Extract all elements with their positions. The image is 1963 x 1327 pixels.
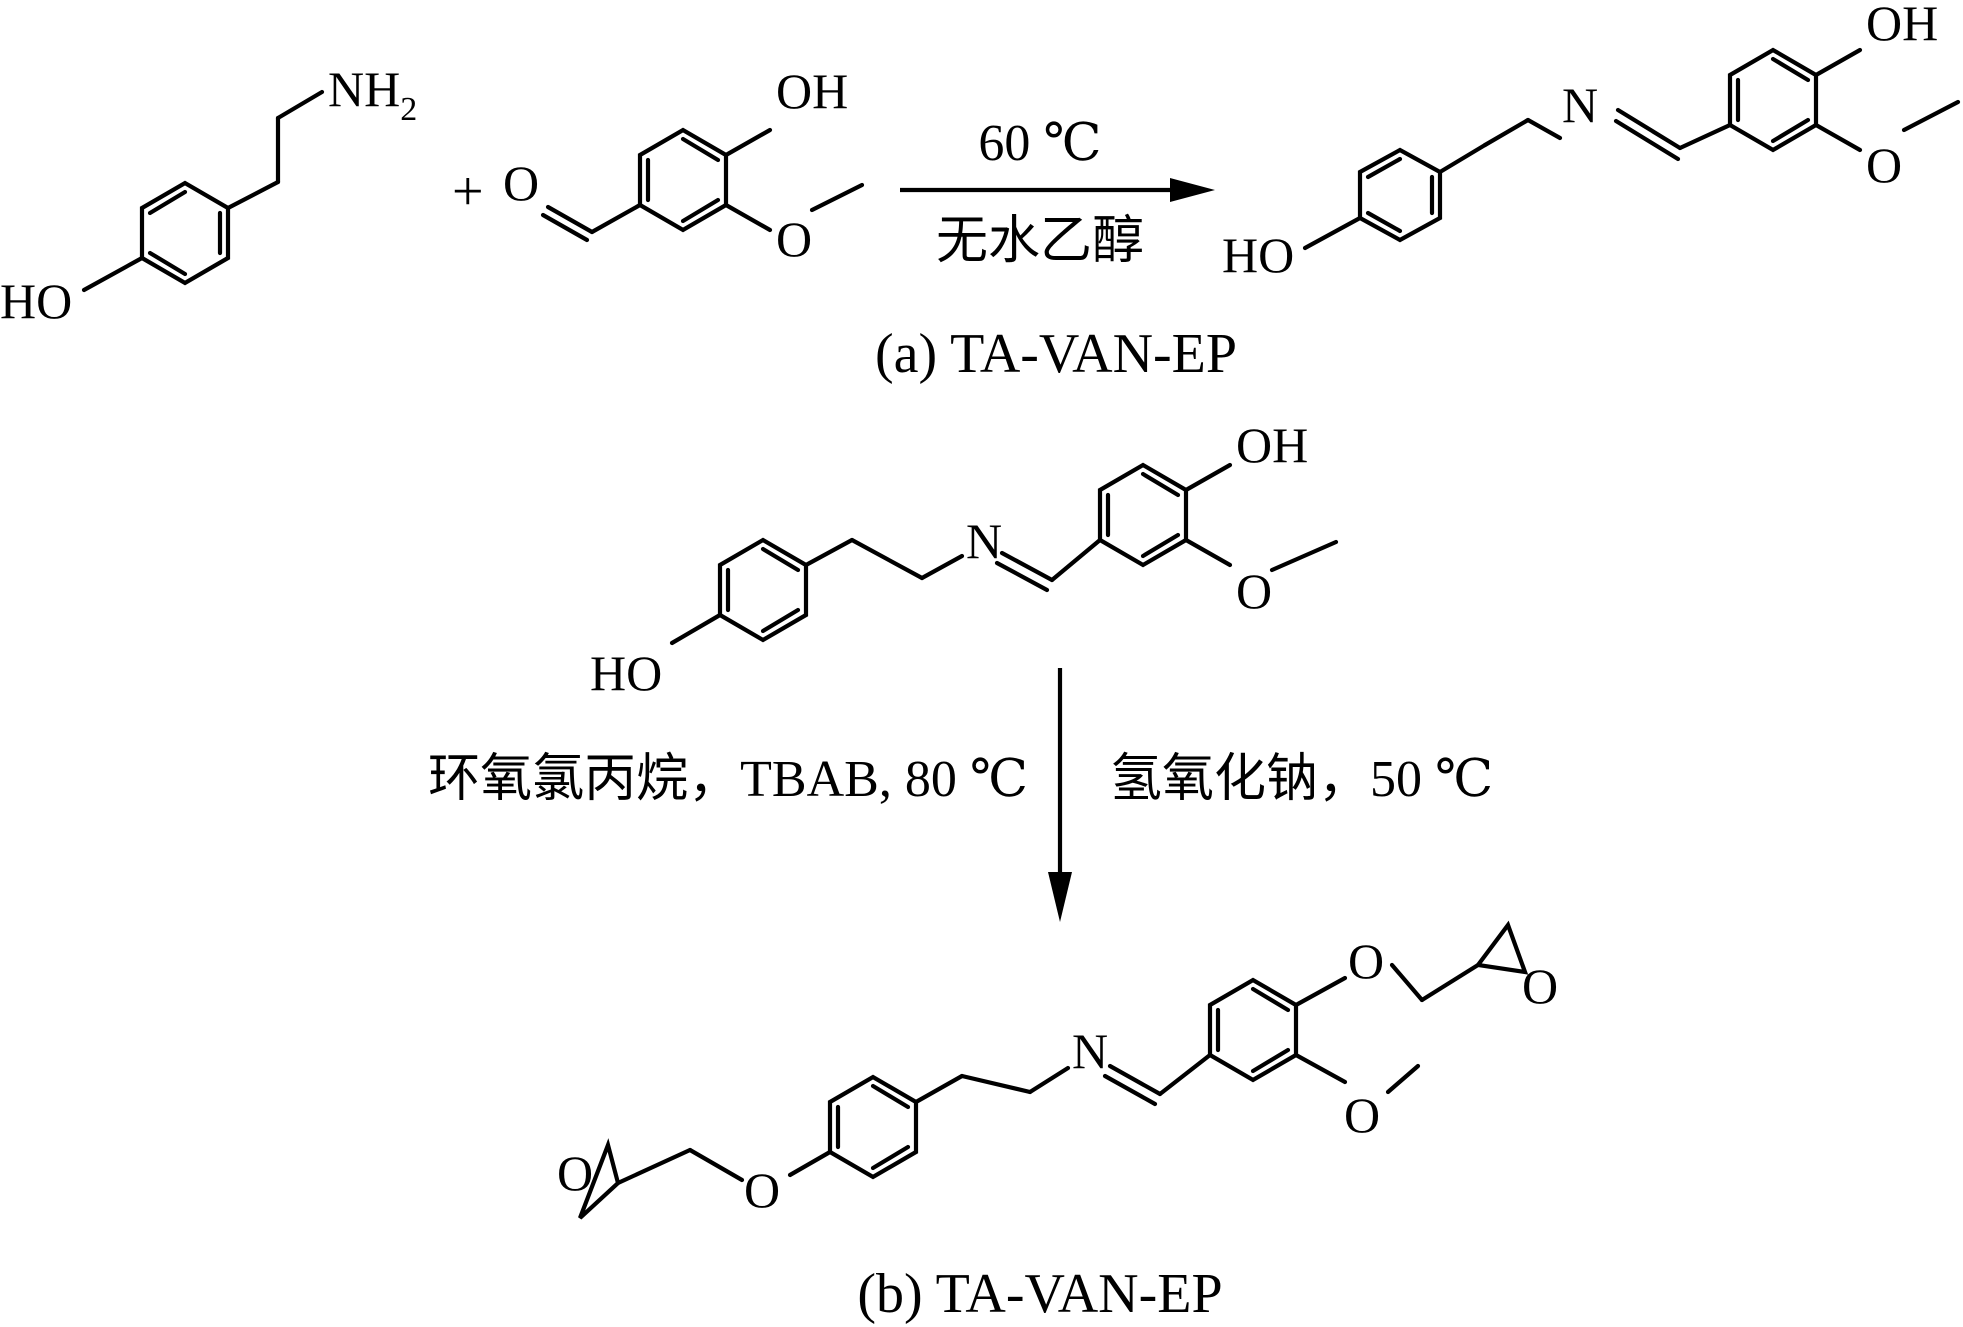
vanillin-bonds: [540, 127, 865, 243]
reactant-b-methoxy-o-label: O: [1236, 563, 1272, 619]
reaction-arrow-a: [900, 178, 1215, 202]
plus-sign: +: [452, 161, 484, 223]
product-b-methoxy-o-label: O: [1344, 1087, 1380, 1143]
vanillin-structure: O OH O: [503, 63, 865, 267]
product-a-hydroxyl-left-label: HO: [1222, 227, 1294, 283]
product-b-epoxide-o-right-label: O: [1522, 958, 1558, 1014]
product-a-hydroxyl-right-label: OH: [1866, 0, 1938, 51]
product-a-imine-n-label: N: [1562, 77, 1598, 133]
tyramine-amine-label: NH2: [328, 61, 417, 128]
condition-temperature-a: 60 ℃: [978, 115, 1101, 172]
condition-solvent-a: 无水乙醇: [936, 213, 1144, 270]
product-b-structure: O O N O O O: [557, 920, 1558, 1220]
tyramine-bonds: [81, 89, 325, 293]
vanillin-methoxy-o-label: O: [776, 211, 812, 267]
caption-a: (a) TA-VAN-EP: [875, 323, 1237, 385]
product-b-bonds: [578, 920, 1529, 1220]
product-a-structure: N HO OH O: [1222, 0, 1961, 283]
condition-left-b: 环氧氯丙烷，TBAB, 80 ℃: [428, 751, 1028, 808]
reactant-b-imine-n-label: N: [966, 513, 1002, 569]
product-b-epoxide-o-left-label: O: [557, 1145, 593, 1201]
condition-right-b: 氢氧化钠，50 ℃: [1110, 751, 1493, 808]
reaction-arrow-b: [1048, 668, 1072, 922]
product-b-imine-n-label: N: [1072, 1023, 1108, 1079]
tyramine-structure: NH2 HO: [0, 61, 417, 329]
caption-b: (b) TA-VAN-EP: [857, 1263, 1222, 1325]
product-b-ether-o-left-label: O: [744, 1162, 780, 1218]
vanillin-aldehyde-o-label: O: [503, 155, 539, 211]
reactant-b-structure: N HO OH O: [590, 417, 1339, 701]
tyramine-hydroxyl-label: HO: [0, 273, 72, 329]
reactant-b-hydroxyl-left-label: HO: [590, 645, 662, 701]
product-a-methoxy-o-label: O: [1866, 137, 1902, 193]
vanillin-hydroxyl-label: OH: [776, 63, 848, 119]
reactant-b-hydroxyl-right-label: OH: [1236, 417, 1308, 473]
product-a-bonds: [1302, 47, 1961, 251]
reactant-b-bonds: [669, 462, 1339, 646]
product-b-ether-o-right-label: O: [1348, 933, 1384, 989]
